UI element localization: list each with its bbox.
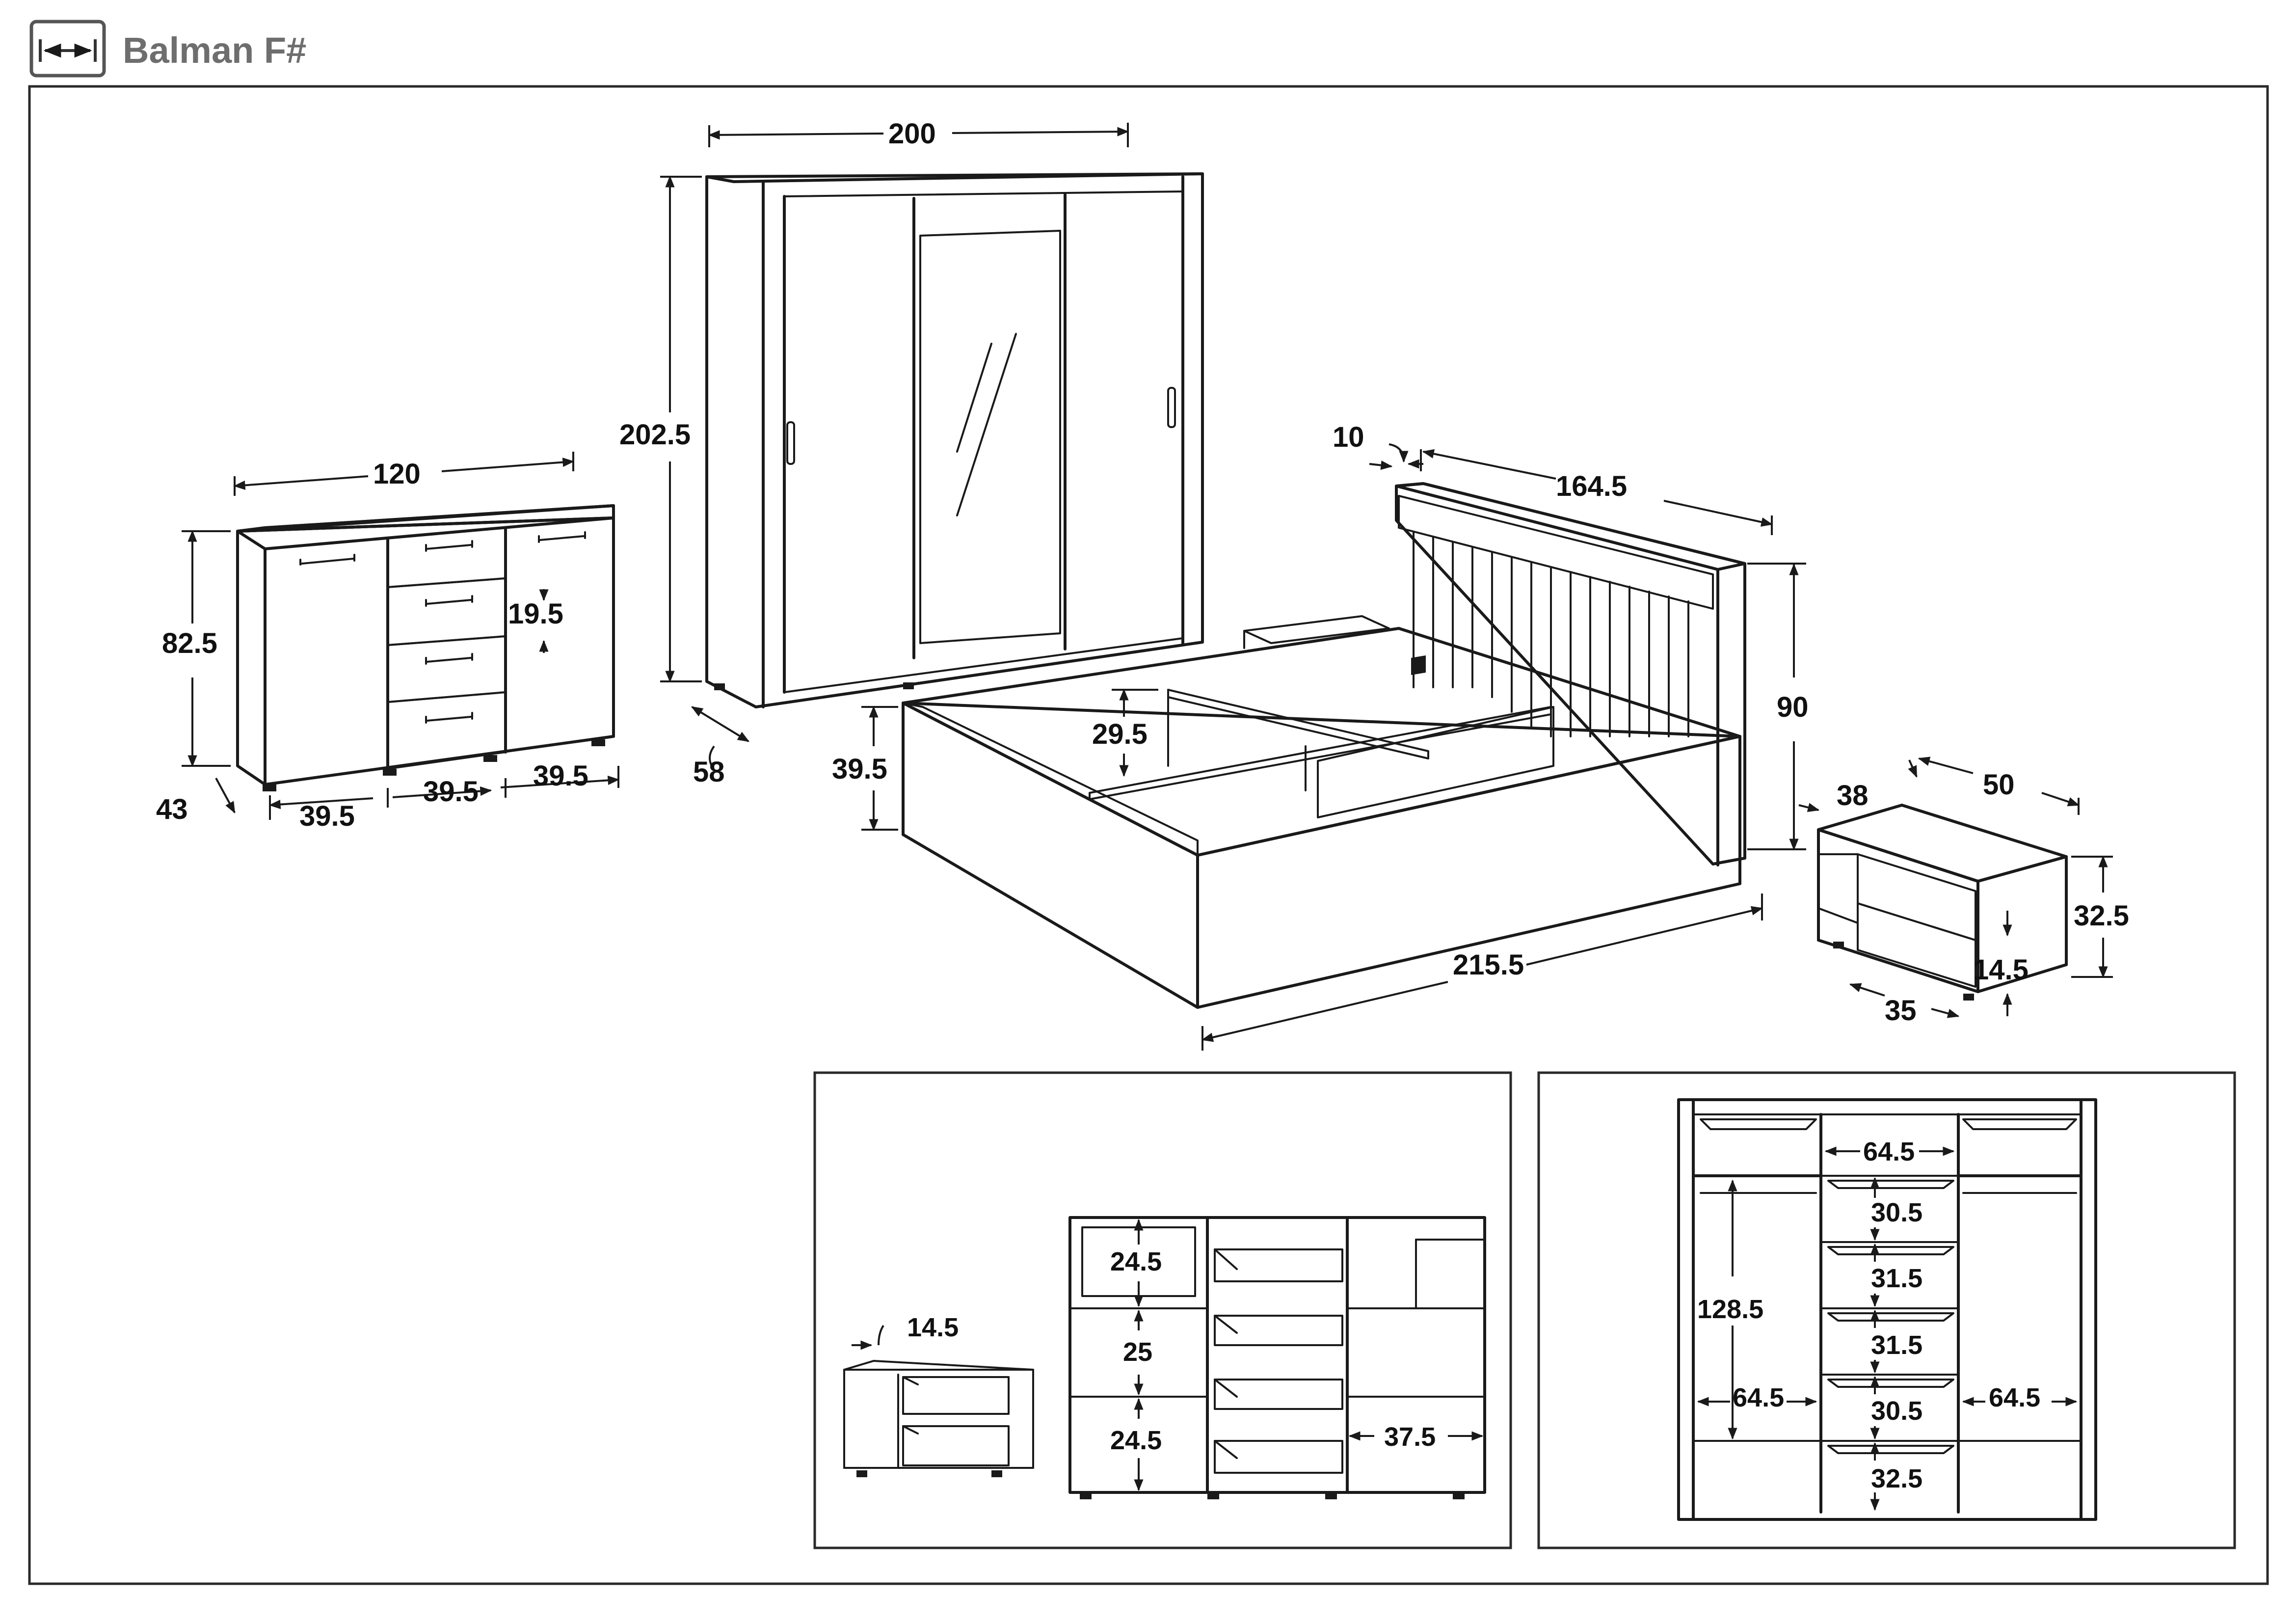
nightstand-depth-label: 38	[1837, 780, 1869, 812]
wardrobe-interior-drawing	[1677, 1098, 2097, 1521]
wardrobe-width-label: 200	[888, 118, 936, 150]
bed-length-label: 215.5	[1453, 949, 1524, 981]
bed-headboard-height-label: 90	[1777, 691, 1809, 723]
wardrobe-dimensions	[660, 123, 1129, 766]
wardrobe-height-label: 202.5	[619, 419, 691, 451]
sideboard-section-1-label: 39.5	[299, 800, 355, 832]
nightstand-height-label: 32.5	[2074, 900, 2129, 932]
sideboard-interior-dimensions	[1134, 1218, 1484, 1491]
bed-width-label: 164.5	[1556, 470, 1627, 502]
sideboard-drawer-height-label: 19.5	[508, 598, 563, 630]
panel2-left-width-label: 64.5	[1733, 1383, 1784, 1412]
nightstand-width-label: 50	[1983, 769, 2015, 801]
document-title: Balman F#	[123, 30, 306, 71]
bed-drawing	[902, 482, 1746, 1009]
sideboard-width-label: 120	[373, 458, 421, 490]
panel2-shelf-3-label: 31.5	[1871, 1330, 1922, 1360]
small-nightstand-interior	[843, 1325, 1034, 1477]
nightstand-dimensions	[1798, 757, 2113, 1018]
wardrobe-interior-dimensions	[1697, 1146, 2078, 1511]
panel1-shelf-2-label: 25	[1123, 1337, 1152, 1367]
nightstand-drawer-height-label: 14.5	[1973, 954, 2029, 986]
panel2-shelf-2-label: 31.5	[1871, 1264, 1922, 1293]
panel2-shelf-1-label: 30.5	[1871, 1198, 1922, 1227]
sheet-border	[28, 85, 2269, 1585]
sideboard-section-2-label: 39.5	[423, 776, 479, 808]
panel2-center-width-label: 64.5	[1863, 1137, 1915, 1166]
panel2-shelf-5-label: 32.5	[1871, 1464, 1922, 1493]
sideboard-dimensions	[182, 452, 620, 820]
sideboard-depth-label: 43	[156, 793, 188, 825]
sideboard-section-3-label: 39.5	[533, 760, 588, 792]
wardrobe-drawing	[705, 172, 1204, 708]
sideboard-height-label: 82.5	[162, 627, 217, 659]
nightstand-drawing	[1817, 804, 2068, 1001]
panel2-hanging-height-label: 128.5	[1697, 1295, 1763, 1324]
panel2-shelf-4-label: 30.5	[1871, 1396, 1922, 1426]
panel2-right-width-label: 64.5	[1989, 1383, 2040, 1412]
sideboard-interior-drawing	[1068, 1216, 1486, 1499]
bed-storage-depth-label: 29.5	[1092, 718, 1148, 750]
wardrobe-depth-label: 58	[693, 756, 725, 788]
bed-headboard-thickness-label: 10	[1333, 421, 1364, 453]
bed-dimensions	[861, 443, 1806, 1051]
panel1-shelf-3-label: 24.5	[1110, 1426, 1162, 1455]
sideboard-drawing	[236, 504, 615, 791]
panel1-shelf-1-label: 24.5	[1110, 1247, 1162, 1276]
wardrobe-interior-panel	[1537, 1071, 2236, 1549]
dimension-icon	[29, 20, 106, 78]
sideboard-interior-panel	[813, 1071, 1512, 1549]
panel1-nightstand-shelf-label: 14.5	[907, 1313, 959, 1342]
nightstand-inner-depth-label: 35	[1885, 995, 1917, 1027]
bed-frame-height-label: 39.5	[832, 753, 887, 785]
panel1-compartment-width-label: 37.5	[1384, 1422, 1436, 1452]
